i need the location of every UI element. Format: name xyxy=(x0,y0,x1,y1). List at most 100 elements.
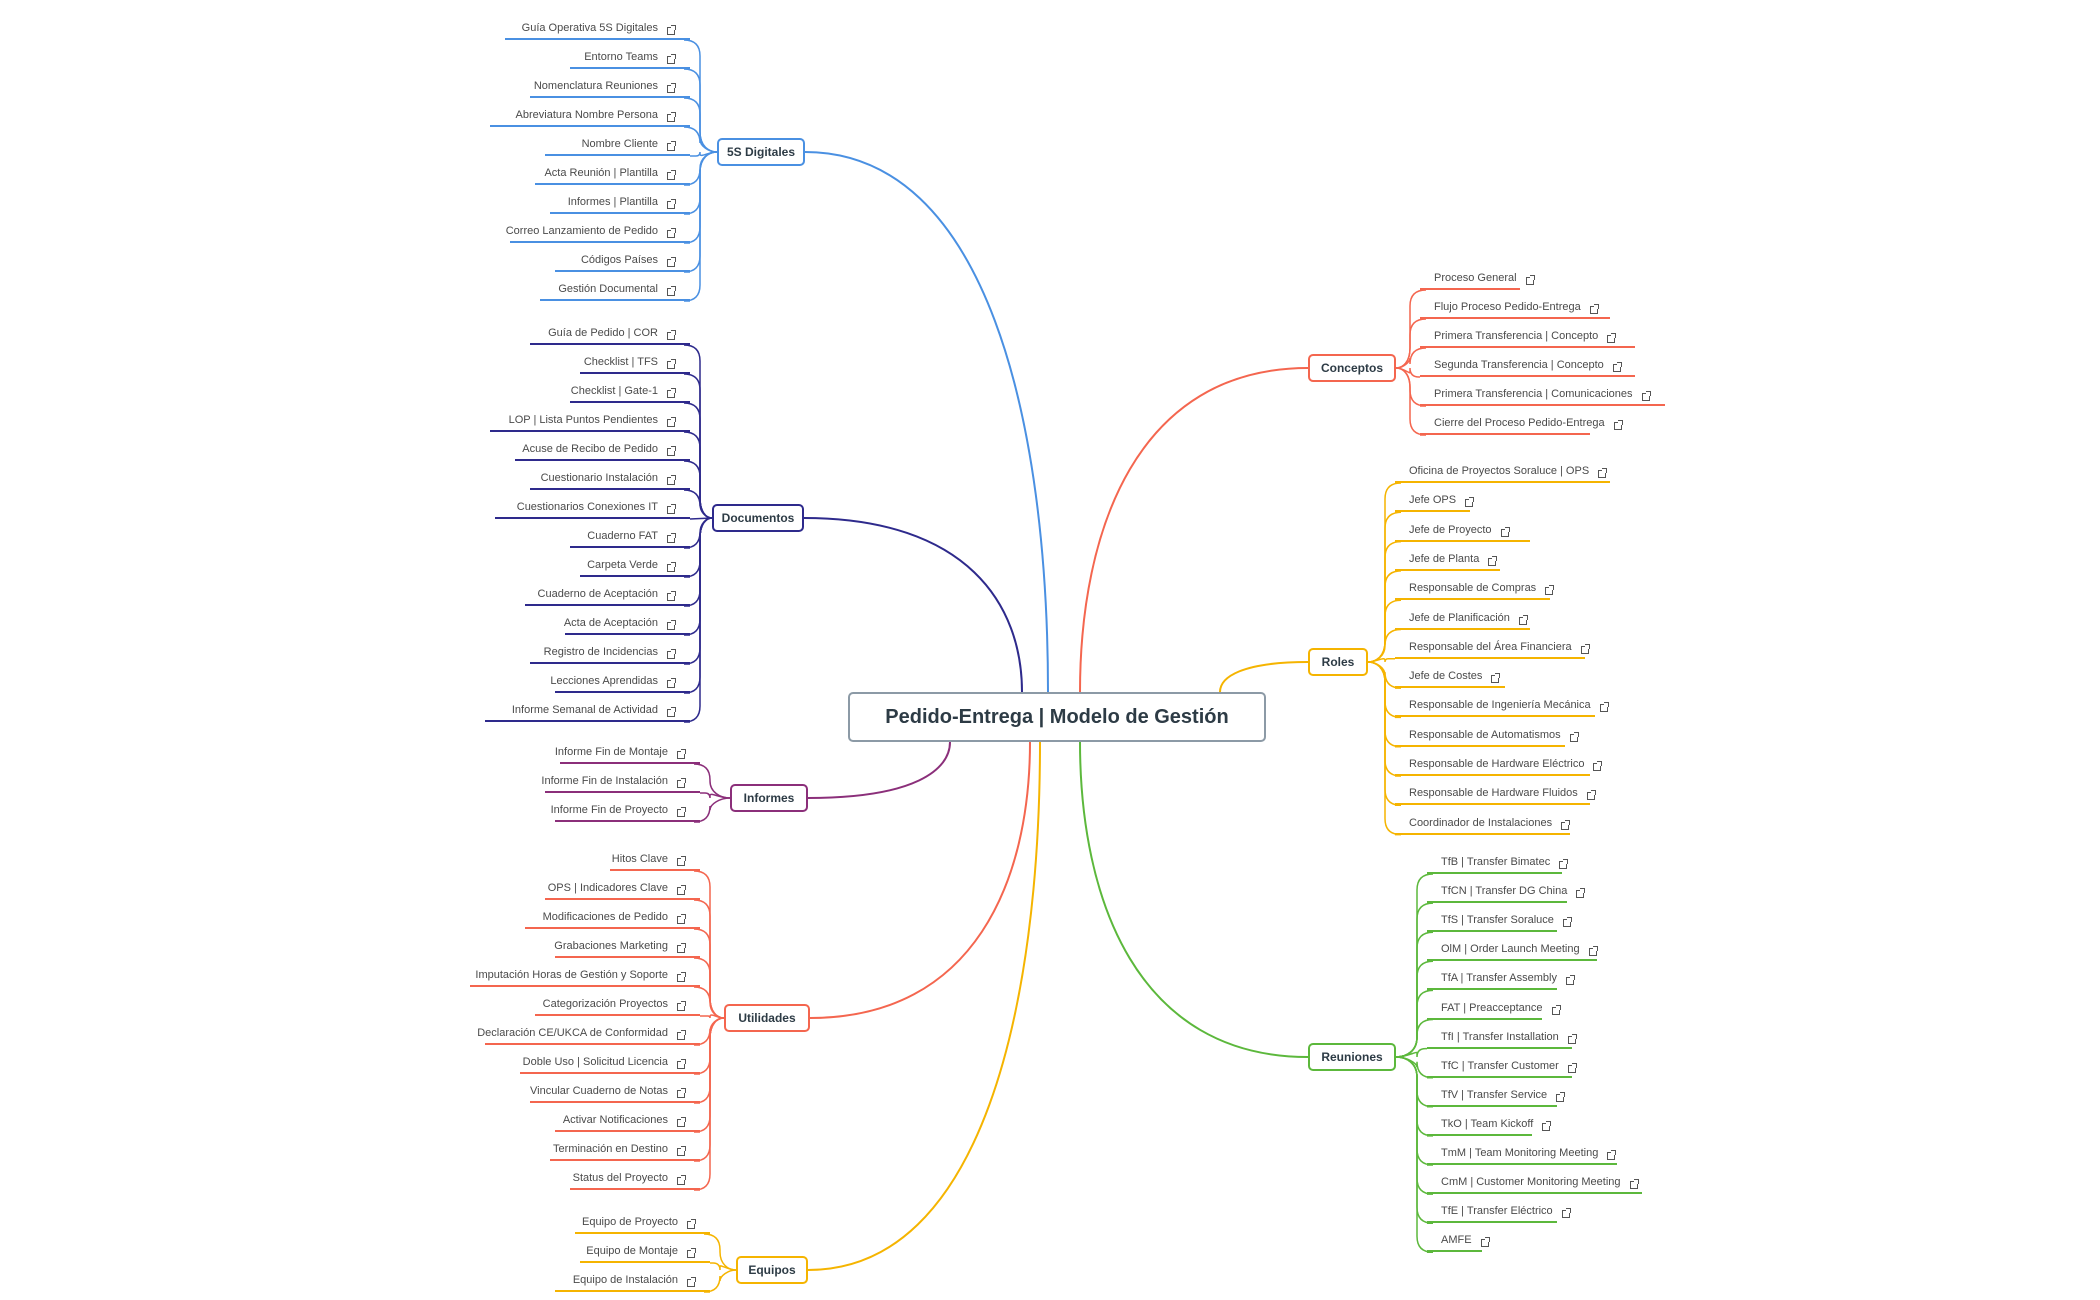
leaf-link-rol[interactable]: Responsable de Hardware Eléctrico xyxy=(1395,748,1603,776)
leaf-link-rol[interactable]: Jefe de Planificación xyxy=(1395,602,1530,630)
leaf-link-rol[interactable]: Responsable de Automatismos xyxy=(1395,719,1579,747)
external-link-icon[interactable] xyxy=(667,170,676,180)
leaf-link-reu[interactable]: AMFE xyxy=(1427,1224,1490,1253)
external-link-icon[interactable] xyxy=(667,678,676,688)
leaf-link-doc[interactable]: Lecciones Aprendidas xyxy=(550,665,690,693)
external-link-icon[interactable] xyxy=(667,649,676,659)
external-link-icon[interactable] xyxy=(667,25,676,35)
external-link-icon[interactable] xyxy=(1480,1237,1490,1248)
external-link-icon[interactable] xyxy=(677,1175,686,1185)
external-link-icon[interactable] xyxy=(677,972,686,982)
leaf-link-doc[interactable]: Informe Semanal de Actividad xyxy=(485,694,690,722)
leaf-link-reu[interactable]: OlM | Order Launch Meeting xyxy=(1427,933,1598,962)
leaf-link-5s[interactable]: Entorno Teams xyxy=(570,41,690,69)
branch-topic-uti[interactable]: Utilidades xyxy=(724,1004,810,1032)
external-link-icon[interactable] xyxy=(667,707,676,717)
external-link-icon[interactable] xyxy=(1607,1150,1617,1160)
leaf-link-uti[interactable]: Activar Notificaciones xyxy=(555,1104,700,1132)
leaf-link-5s[interactable]: Nombre Cliente xyxy=(545,128,690,156)
leaf-link-reu[interactable]: TmM | Team Monitoring Meeting xyxy=(1427,1137,1617,1165)
central-topic[interactable]: Pedido-Entrega | Modelo de Gestión xyxy=(848,692,1266,742)
leaf-link-inf[interactable]: Informe Fin de Proyecto xyxy=(551,794,700,822)
leaf-link-equ[interactable]: Equipo de Montaje xyxy=(580,1235,710,1263)
external-link-icon[interactable] xyxy=(1551,1004,1561,1015)
leaf-link-uti[interactable]: Doble Uso | Solicitud Licencia xyxy=(520,1046,700,1074)
leaf-link-uti[interactable]: Declaración CE/UKCA de Conformidad xyxy=(477,1017,700,1045)
external-link-icon[interactable] xyxy=(677,1146,686,1156)
leaf-link-rol[interactable]: Jefe de Costes xyxy=(1395,660,1505,689)
external-link-icon[interactable] xyxy=(1525,275,1535,285)
external-link-icon[interactable] xyxy=(667,475,676,485)
external-link-icon[interactable] xyxy=(1569,731,1579,742)
leaf-link-con[interactable]: Proceso General xyxy=(1420,262,1535,290)
external-link-icon[interactable] xyxy=(1556,1091,1566,1102)
external-link-icon[interactable] xyxy=(687,1277,696,1287)
leaf-link-reu[interactable]: TfC | Transfer Customer xyxy=(1427,1050,1577,1078)
leaf-link-con[interactable]: Primera Transferencia | Comunicaciones xyxy=(1420,378,1665,406)
external-link-icon[interactable] xyxy=(1613,420,1623,430)
leaf-link-5s[interactable]: Nomenclatura Reuniones xyxy=(530,70,690,98)
external-link-icon[interactable] xyxy=(1561,1208,1571,1219)
external-link-icon[interactable] xyxy=(677,1117,686,1127)
external-link-icon[interactable] xyxy=(1500,526,1510,537)
leaf-link-rol[interactable]: Responsable de Hardware Fluidos xyxy=(1395,777,1596,806)
external-link-icon[interactable] xyxy=(677,885,686,895)
external-link-icon[interactable] xyxy=(1567,1062,1577,1073)
branch-topic-5s[interactable]: 5S Digitales xyxy=(717,138,805,166)
external-link-icon[interactable] xyxy=(1629,1179,1639,1190)
external-link-icon[interactable] xyxy=(677,856,686,866)
leaf-link-inf[interactable]: Informe Fin de Montaje xyxy=(555,736,700,764)
leaf-link-doc[interactable]: Registro de Incidencias xyxy=(530,636,690,664)
external-link-icon[interactable] xyxy=(667,330,676,340)
leaf-link-uti[interactable]: Grabaciones Marketing xyxy=(554,930,700,958)
leaf-link-doc[interactable]: Acta de Aceptación xyxy=(564,607,690,635)
external-link-icon[interactable] xyxy=(1545,585,1555,596)
external-link-icon[interactable] xyxy=(1565,975,1575,986)
external-link-icon[interactable] xyxy=(687,1248,696,1258)
leaf-link-rol[interactable]: Jefe de Proyecto xyxy=(1395,514,1530,542)
external-link-icon[interactable] xyxy=(1488,555,1498,566)
leaf-link-con[interactable]: Flujo Proceso Pedido-Entrega xyxy=(1420,291,1610,319)
leaf-link-uti[interactable]: Modificaciones de Pedido xyxy=(525,901,700,929)
branch-topic-con[interactable]: Conceptos xyxy=(1308,354,1396,382)
external-link-icon[interactable] xyxy=(1599,702,1609,713)
external-link-icon[interactable] xyxy=(1567,1033,1577,1044)
leaf-link-uti[interactable]: OPS | Indicadores Clave xyxy=(545,872,700,900)
external-link-icon[interactable] xyxy=(667,228,676,238)
external-link-icon[interactable] xyxy=(667,54,676,64)
external-link-icon[interactable] xyxy=(667,83,676,93)
external-link-icon[interactable] xyxy=(1588,946,1598,957)
external-link-icon[interactable] xyxy=(1559,859,1569,869)
leaf-link-doc[interactable]: Cuestionarios Conexiones IT xyxy=(495,491,690,519)
leaf-link-5s[interactable]: Informes | Plantilla xyxy=(550,186,690,214)
leaf-link-rol[interactable]: Oficina de Proyectos Soraluce | OPS xyxy=(1395,455,1610,483)
external-link-icon[interactable] xyxy=(667,112,676,122)
external-link-icon[interactable] xyxy=(677,749,686,759)
leaf-link-reu[interactable]: TfS | Transfer Soraluce xyxy=(1427,904,1572,933)
leaf-link-doc[interactable]: Checklist | TFS xyxy=(580,346,690,374)
external-link-icon[interactable] xyxy=(677,1059,686,1069)
external-link-icon[interactable] xyxy=(677,1088,686,1098)
leaf-link-doc[interactable]: LOP | Lista Puntos Pendientes xyxy=(490,404,690,432)
leaf-link-rol[interactable]: Responsable de Compras xyxy=(1395,572,1555,601)
external-link-icon[interactable] xyxy=(667,504,676,514)
leaf-link-equ[interactable]: Equipo de Proyecto xyxy=(575,1206,710,1234)
leaf-link-reu[interactable]: TfE | Transfer Eléctrico xyxy=(1427,1195,1571,1224)
leaf-link-reu[interactable]: TfB | Transfer Bimatec xyxy=(1427,846,1569,874)
leaf-link-uti[interactable]: Terminación en Destino xyxy=(550,1133,700,1161)
leaf-link-rol[interactable]: Jefe de Planta xyxy=(1395,543,1500,571)
external-link-icon[interactable] xyxy=(667,446,676,456)
external-link-icon[interactable] xyxy=(677,807,686,817)
external-link-icon[interactable] xyxy=(667,199,676,209)
leaf-link-reu[interactable]: TfI | Transfer Installation xyxy=(1427,1021,1577,1049)
external-link-icon[interactable] xyxy=(1580,643,1590,654)
leaf-link-reu[interactable]: TfCN | Transfer DG China xyxy=(1427,875,1586,904)
leaf-link-rol[interactable]: Jefe OPS xyxy=(1395,484,1475,513)
external-link-icon[interactable] xyxy=(667,359,676,369)
external-link-icon[interactable] xyxy=(667,141,676,151)
leaf-link-uti[interactable]: Vincular Cuaderno de Notas xyxy=(530,1075,700,1103)
external-link-icon[interactable] xyxy=(1598,468,1608,478)
leaf-link-doc[interactable]: Guía de Pedido | COR xyxy=(530,317,690,345)
external-link-icon[interactable] xyxy=(677,914,686,924)
external-link-icon[interactable] xyxy=(1576,888,1586,899)
